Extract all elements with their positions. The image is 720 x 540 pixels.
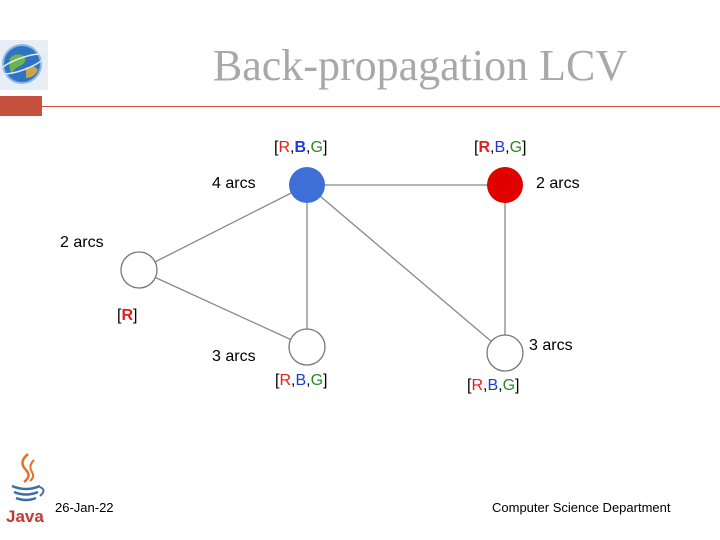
node-bottom-left [288, 328, 326, 366]
node-top-right [487, 167, 523, 203]
domain-bottom-left: [R,B,G] [275, 372, 328, 389]
domain-top-left-value-2: B [294, 139, 307, 156]
domain-bottom-right: [R,B,G] [467, 377, 520, 394]
arcs-label-top-right: 2 arcs [536, 175, 580, 192]
domain-bottom-left-value-2: B [295, 372, 307, 389]
edge-top-left-bottom-right [306, 184, 506, 354]
domain-top-left-value-1: R [278, 139, 291, 156]
domain-top-right-value-2: B [494, 139, 506, 156]
java-logo-icon: Java [6, 453, 45, 526]
domain-left-value-1: R [121, 307, 134, 324]
domain-left: [R] [117, 307, 138, 324]
arcs-label-bottom-left: 3 arcs [212, 348, 256, 365]
arcs-label-bottom-right: 3 arcs [529, 337, 573, 354]
title-rule [0, 106, 720, 107]
globe-logo-icon [0, 40, 48, 90]
footer-date: 26-Jan-22 [55, 500, 114, 515]
domain-top-right: [R,B,G] [474, 139, 527, 156]
edge-top-left-left [138, 184, 308, 271]
domain-bottom-left-value-1: R [279, 372, 292, 389]
domain-bottom-left-value-3: G [310, 372, 324, 389]
footer-department: Computer Science Department [492, 500, 671, 515]
graph-nodes [120, 167, 524, 372]
node-left [120, 251, 158, 289]
domain-bottom-right-value-3: G [502, 377, 516, 394]
domain-bottom-right-value-1: R [471, 377, 484, 394]
domain-top-left-value-3: G [310, 139, 323, 156]
java-logo-text: Java [6, 507, 44, 526]
node-top-left [289, 167, 325, 203]
domain-bottom-right-value-2: B [487, 377, 499, 394]
node-bottom-right [486, 334, 524, 372]
arcs-label-left: 2 arcs [60, 234, 104, 251]
arcs-label-top-left: 4 arcs [212, 175, 256, 192]
graph-edges [138, 184, 506, 354]
slide-title: Back-propagation LCV [212, 41, 628, 90]
domain-top-right-value-1: R [478, 139, 491, 156]
domain-top-right-value-3: G [509, 139, 523, 156]
domain-top-left: [R,B,G] [274, 139, 328, 156]
edge-left-bottom-left [138, 269, 308, 348]
